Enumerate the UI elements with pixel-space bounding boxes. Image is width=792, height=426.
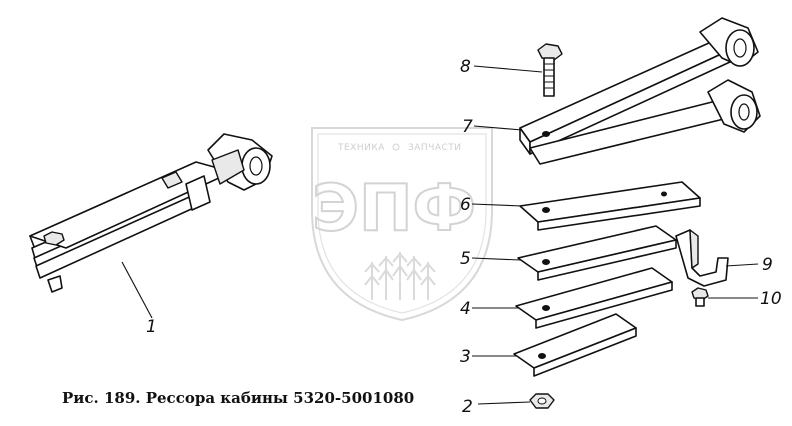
- part-9-clip-bracket: [675, 229, 729, 287]
- watermark-logo-text: ЭПФ: [312, 172, 476, 246]
- watermark-text-left: ТЕХНИКА: [337, 143, 385, 153]
- part-1-spring-assembly: [29, 133, 273, 293]
- part-6-flat-leaf: [519, 181, 701, 231]
- callout-labels: 1 2 3 4 5 6 7 8 9 10: [146, 57, 782, 417]
- bolt-head: [43, 231, 65, 246]
- callout-8: 8: [460, 57, 471, 77]
- callout-3: 3: [460, 347, 471, 367]
- callout-6: 6: [460, 195, 471, 215]
- callout-4: 4: [460, 299, 471, 319]
- part-7b-leaf-with-eye: [529, 79, 761, 165]
- callout-7: 7: [462, 117, 473, 137]
- callout-9: 9: [762, 255, 773, 275]
- part-5-flat-leaf: [517, 225, 677, 281]
- part-7-leaf-with-eye: [519, 17, 759, 155]
- watermark-wheat-icon: [364, 252, 436, 300]
- callout-10: 10: [760, 289, 782, 309]
- part-10-small-bolt: [691, 287, 709, 307]
- figure-caption: Рис. 189. Рессора кабины 5320-5001080: [62, 389, 414, 407]
- part-4-flat-leaf: [515, 267, 673, 329]
- part-3-short-leaf: [513, 313, 637, 377]
- part-2-nut: [529, 393, 555, 409]
- leader-lines: [121, 65, 759, 405]
- callout-2: 2: [462, 397, 473, 417]
- watermark-shield: ТЕХНИКА ЗАПЧАСТИ ЭПФ: [311, 127, 493, 322]
- watermark-text-right: ЗАПЧАСТИ: [408, 143, 462, 153]
- callout-1: 1: [146, 317, 157, 337]
- part-8-bolt: [537, 43, 563, 97]
- callout-5: 5: [460, 249, 471, 269]
